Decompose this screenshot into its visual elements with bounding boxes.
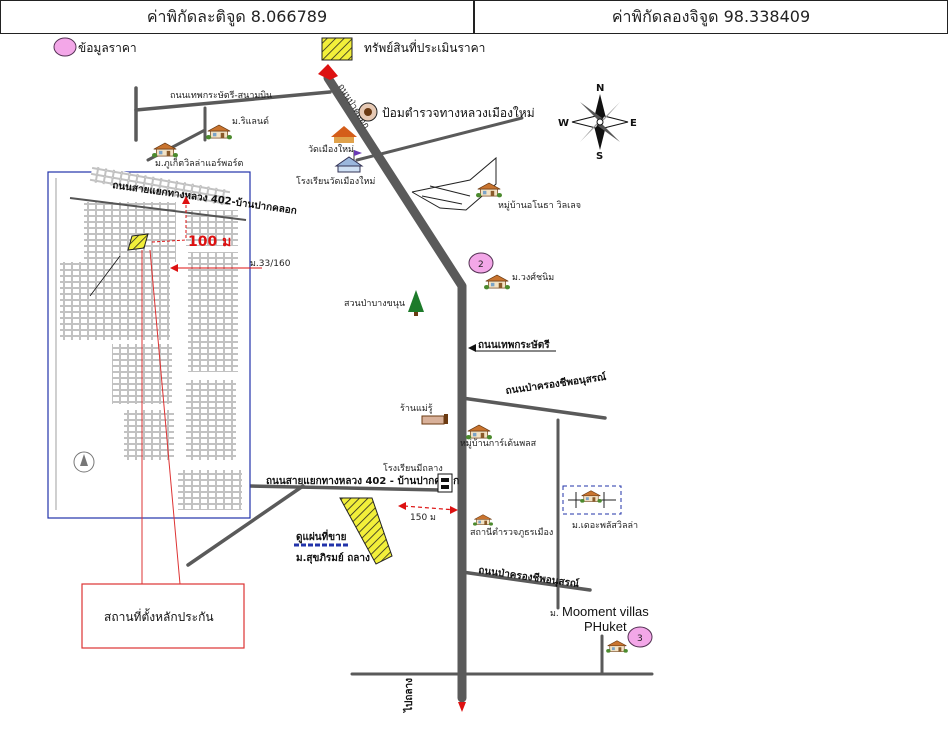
tree-icon [408,290,424,312]
price-marker-2[interactable] [468,252,494,274]
compass-n: N [596,83,604,94]
station-icon [472,514,494,526]
compass-e: E [630,118,637,129]
place-station: สถานีตำรวจภูธรเมือง [470,527,553,538]
school-icon [334,150,364,173]
legend-appraised-label: ทรัพย์สินที่ประเมินราคา [364,39,485,55]
latitude-label: ค่าพิกัดละติจูด 8.066789 [146,6,328,26]
distance-150-line [403,505,457,511]
main-road [134,73,654,703]
for-sale-label[interactable]: ดูแผ่นที่ขาย [296,529,347,544]
road-thepkrasattri: ถนนเทพกระษัตรี [478,339,550,351]
place-ran: ร้านแม่รู้ [400,403,433,414]
place-wat: วัดเมืองใหม่ [308,144,354,155]
road-pa-krong-south: ถนนป่าครองชีพอนุสรณ์ [478,564,581,590]
price-data-marker-icon [53,37,77,57]
distance-150-label: 150 ม [410,513,436,523]
compass-w: W [558,118,569,129]
temple-icon [331,126,357,143]
coordinate-bar: ค่าพิกัดละติจูด 8.066789 ค่าพิกัดลองจิจู… [0,0,948,34]
place-school-wat: โรงเรียนวัดเมืองใหม่ [296,176,375,187]
inset-map: ถนนสายแยกทางหลวง 402-บ้านปากคลอก [47,165,298,519]
price-marker-3-label: 3 [637,634,643,644]
anothai-village-outline [411,156,497,211]
road-pa-krong: ถนนป่าครองชีพอนุสรณ์ [505,371,608,397]
appraised-property-icon [321,37,353,61]
place-m-the-plus: ม.เดอะพลัสวิลล่า [572,520,638,531]
place-ban-anothai: หมู่บ้านอโนธา วิลเลจ [498,200,581,211]
school-thalang-icon [437,473,453,493]
compass-s: S [596,151,603,162]
distance-100-label: 100 ม [188,234,231,250]
legend-price-data-label: ข้อมูลราคา [78,41,137,56]
north-arrow-icon [318,64,338,80]
house-icon-the-plus [580,490,602,503]
inset-lot-label: ม.33/160 [250,259,291,269]
compass-rose-icon: N S E W [558,83,637,162]
road-to-thalang: ไปถลาง [402,678,415,713]
price-marker-2-label: 2 [478,260,484,270]
place-mooment-line2: PHuket [584,619,627,634]
place-ban-garden: หมู่บ้านการ์เด้นพลส [460,437,537,449]
legend: ข้อมูลราคา ทรัพย์สินที่ประเมินราคา [53,37,485,61]
road-thepkrasattri-sanambin: ถนนเทพกระษัตรี-สนามบิน [170,90,272,101]
place-mooment-prefix: ม. [550,609,559,619]
appraised-parcel[interactable] [339,497,393,565]
location-callout-box [81,583,245,649]
place-m-sukrimya: ม.สุขภิรมย์ ถลาง [296,552,370,564]
house-icon-anothai [476,182,502,198]
house-icon-mooment [606,640,628,653]
longitude-label: ค่าพิกัดลองจิจูด 98.338409 [473,1,947,33]
place-park: สวนป่าบางขนุน [344,299,405,309]
place-m-phuket-villa: ม.ภูเก็ตวิลล่าแอร์พอร์ต [155,156,243,169]
house-icon-wongchai [484,274,510,290]
place-police: ป้อมตำรวจทางหลวงเมืองใหม่ [382,106,535,120]
location-callout-label: สถานที่ตั้งหลักประกัน [104,608,214,624]
inset-compass-icon [73,451,95,473]
price-marker-3[interactable] [627,626,653,648]
place-m-rilend: ม.ริแลนด์ [232,115,269,127]
house-icon-garden [466,424,492,440]
place-m-wongchai: ม.วงศ์ชนิม [512,271,554,283]
the-plus-boundary [562,485,622,515]
inset-appraised-parcel[interactable] [127,233,149,251]
road-label-arrow-icon [468,344,476,352]
shop-icon [421,414,448,425]
place-mooment-line1: Mooment villas [562,604,649,619]
place-school-thalang: โรงเรียนมีถลาง [383,463,443,474]
south-arrow-icon [458,702,466,712]
house-icon-rilend [206,124,232,140]
road-highway-402: ถนนสายแยกทางหลวง 402 - บ้านปากคลอก [266,475,459,487]
